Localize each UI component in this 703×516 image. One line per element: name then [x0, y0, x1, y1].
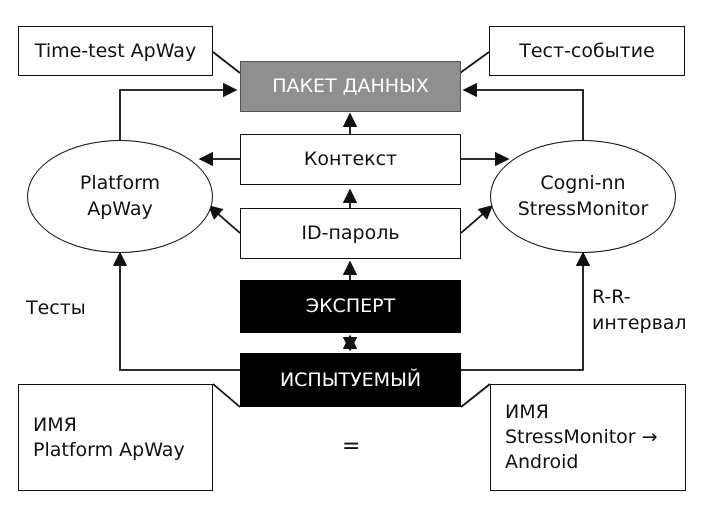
time-test-label: Time-test ApWay — [34, 39, 197, 62]
data-packet-box: ПАКЕТ ДАННЫХ — [240, 61, 461, 112]
subject-box: ИСПЫТУЕМЫЙ — [240, 353, 461, 407]
arrow-subject-to-stressmonitor — [461, 251, 591, 371]
id-password-label: ID-пароль — [301, 222, 400, 245]
name-stressmonitor-box: ИМЯ StressMonitor → Android — [490, 384, 686, 491]
platform-apway-label: Platform ApWay — [79, 171, 161, 220]
equals-sign: = — [342, 434, 361, 459]
name-stressmonitor-label: ИМЯ StressMonitor → Android — [505, 401, 658, 473]
data-packet-label: ПАКЕТ ДАННЫХ — [272, 75, 429, 98]
time-test-box: Time-test ApWay — [18, 26, 213, 76]
arrow-subject-to-platform — [112, 251, 240, 371]
rr-interval-label: R-R- интервал — [592, 286, 687, 334]
stressmonitor-label: Cogni-nn StressMonitor — [517, 171, 649, 220]
stressmonitor-ellipse: Cogni-nn StressMonitor — [490, 140, 676, 253]
context-box: Контекст — [240, 134, 461, 185]
test-event-box: Тест-событие — [489, 26, 685, 76]
connector-testevent-packet — [459, 51, 490, 74]
tests-label: Тесты — [26, 297, 86, 319]
connector-subject-nameleft — [212, 383, 241, 408]
name-platform-box: ИМЯ Platform ApWay — [18, 384, 213, 491]
subject-label: ИСПЫТУЕМЫЙ — [279, 368, 422, 391]
connector-timetest-packet — [212, 51, 241, 74]
id-password-box: ID-пароль — [240, 208, 461, 259]
arrow-stressmonitor-to-packet — [462, 82, 584, 140]
expert-label: ЭКСПЕРТ — [305, 295, 396, 318]
connector-subject-nameright — [460, 383, 491, 408]
test-event-label: Тест-событие — [519, 39, 655, 62]
arrow-id-to-stressmonitor — [460, 205, 494, 234]
platform-apway-ellipse: Platform ApWay — [27, 140, 213, 253]
arrow-platform-to-packet — [119, 82, 238, 140]
expert-box: ЭКСПЕРТ — [240, 280, 461, 333]
name-platform-label: ИМЯ Platform ApWay — [33, 413, 185, 461]
arrow-id-to-platform — [207, 205, 241, 234]
context-label: Контекст — [303, 148, 398, 171]
